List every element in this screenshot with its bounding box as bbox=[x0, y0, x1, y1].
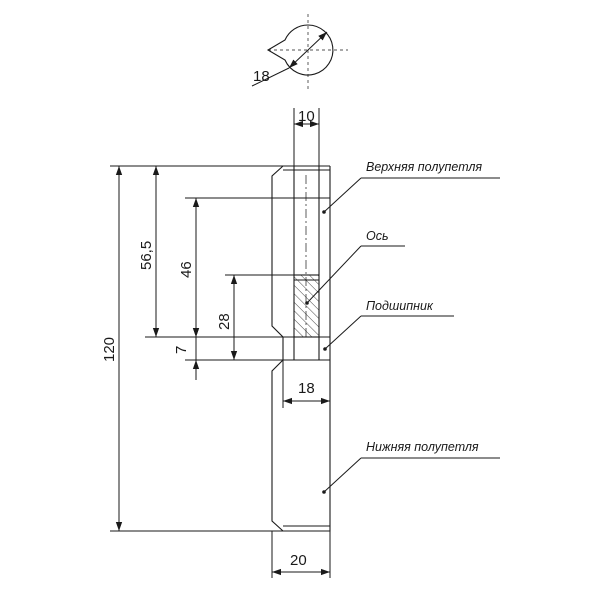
dimensions: 10 120 56,5 46 28 7 18 20 bbox=[101, 108, 331, 578]
dot-upper-half bbox=[322, 210, 326, 214]
label-axis: Ось bbox=[366, 229, 389, 243]
dim-top-width-value: 10 bbox=[298, 108, 315, 125]
label-bearing: Подшипник bbox=[366, 299, 434, 313]
pin-hatched bbox=[293, 274, 320, 338]
hinge-body bbox=[271, 165, 331, 532]
dot-axis bbox=[305, 301, 309, 305]
dim-body-width-value: 20 bbox=[290, 552, 307, 569]
leader-axis bbox=[306, 245, 362, 304]
dim-bearing-diameter-value: 18 bbox=[298, 380, 315, 397]
top-section-view: 18 bbox=[251, 14, 348, 90]
pin-diameter-value: 18 bbox=[253, 68, 270, 85]
lower-half-outline bbox=[271, 359, 331, 532]
callouts: Верхняя полупетля Ось Подшипник Нижняя п… bbox=[305, 160, 500, 494]
dim-pin-depth-value: 46 bbox=[178, 261, 195, 278]
diameter-dimension-line bbox=[288, 31, 328, 69]
dim-pin-length-value: 28 bbox=[216, 313, 233, 330]
label-upper-half: Верхняя полупетля bbox=[366, 160, 482, 174]
pin-section-outline bbox=[266, 24, 334, 76]
leader-upper-half bbox=[323, 177, 362, 213]
label-lower-half: Нижняя полупетля bbox=[366, 440, 479, 454]
dim-upper-height-value: 56,5 bbox=[138, 241, 155, 270]
leader-lower-half bbox=[323, 457, 362, 493]
dot-bearing bbox=[323, 347, 327, 351]
diameter-leader bbox=[251, 67, 290, 87]
dim-bearing-height-value: 7 bbox=[173, 346, 190, 354]
dot-lower-half bbox=[322, 490, 326, 494]
dim-total-height-value: 120 bbox=[101, 337, 118, 362]
leader-bearing bbox=[324, 315, 362, 350]
